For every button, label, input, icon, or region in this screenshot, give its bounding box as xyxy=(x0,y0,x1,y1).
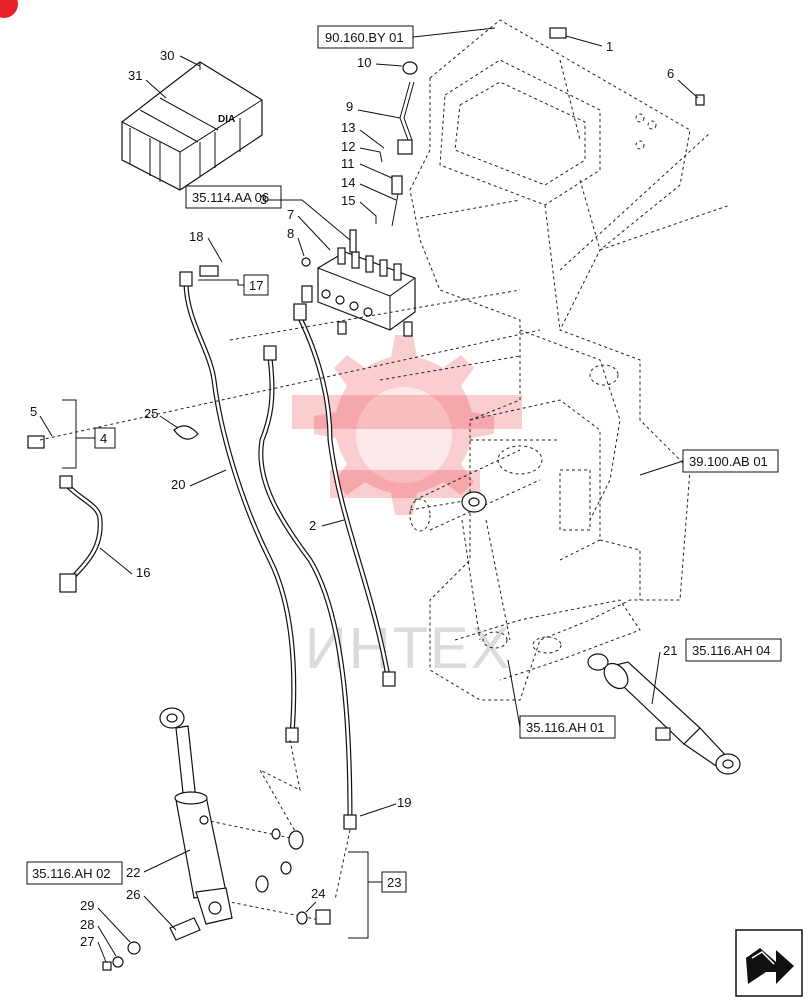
crate-kit: DIA xyxy=(121,61,263,191)
assembly-lines xyxy=(39,59,731,921)
callout-25: 25 xyxy=(144,406,158,421)
group-4[interactable]: 4 xyxy=(94,427,116,449)
crate-label: DIA xyxy=(218,114,235,125)
callout-3: 3 xyxy=(260,192,267,207)
reference-35-114-text[interactable]: 35.114.AA 06 xyxy=(192,190,269,205)
control-lever xyxy=(391,61,418,227)
reference-90-160[interactable]: 90.160.BY 01 xyxy=(317,25,414,49)
callout-21: 21 xyxy=(663,643,677,658)
callout-30: 30 xyxy=(160,48,174,63)
callout-14: 14 xyxy=(341,175,355,190)
lift-cylinder-left xyxy=(102,707,331,971)
group-17-text[interactable]: 17 xyxy=(249,278,263,293)
callout-19: 19 xyxy=(397,795,411,810)
callout-12: 12 xyxy=(341,139,355,154)
callout-7: 7 xyxy=(287,207,294,222)
corner-badge xyxy=(0,0,18,18)
group-23[interactable]: 23 xyxy=(381,871,407,893)
reference-35-116-01[interactable]: 35.116.AH 01 xyxy=(519,715,616,739)
callout-13: 13 xyxy=(341,120,355,135)
lift-cylinder-right xyxy=(587,653,741,775)
reference-35-116-02-text[interactable]: 35.116.AH 02 xyxy=(32,866,111,881)
callout-18: 18 xyxy=(189,229,203,244)
hydraulic-hoses xyxy=(27,265,396,830)
reference-39-100[interactable]: 39.100.AB 01 xyxy=(682,449,779,473)
callout-2: 2 xyxy=(309,518,316,533)
callouts: 1 2 3 5 6 7 8 9 10 11 12 13 14 15 16 18 … xyxy=(30,35,699,963)
callout-31: 31 xyxy=(128,68,142,83)
reference-35-116-04-text[interactable]: 35.116.AH 04 xyxy=(692,643,771,658)
callout-8: 8 xyxy=(287,226,294,241)
group-23-text[interactable]: 23 xyxy=(387,875,401,890)
reference-35-114[interactable]: 35.114.AA 06 xyxy=(185,185,282,209)
callout-15: 15 xyxy=(341,193,355,208)
control-valve-block xyxy=(301,229,416,337)
callout-26: 26 xyxy=(126,887,140,902)
part-6-bolt xyxy=(695,94,705,106)
callout-22: 22 xyxy=(126,865,140,880)
watermark-logo xyxy=(292,335,522,515)
reference-35-116-02[interactable]: 35.116.AH 02 xyxy=(26,861,123,885)
callout-10: 10 xyxy=(357,55,371,70)
callout-1: 1 xyxy=(606,39,613,54)
callout-29: 29 xyxy=(80,898,94,913)
callout-5: 5 xyxy=(30,404,37,419)
reference-35-116-04[interactable]: 35.116.AH 04 xyxy=(685,638,782,662)
callout-20: 20 xyxy=(171,477,185,492)
callout-9: 9 xyxy=(346,99,353,114)
group-17[interactable]: 17 xyxy=(243,274,269,296)
tractor-frame xyxy=(409,19,691,701)
callout-11: 11 xyxy=(341,156,355,171)
callout-6: 6 xyxy=(667,66,674,81)
callout-24: 24 xyxy=(311,886,325,901)
reference-35-116-01-text[interactable]: 35.116.AH 01 xyxy=(526,720,605,735)
group-4-text[interactable]: 4 xyxy=(100,431,107,446)
callout-28: 28 xyxy=(80,917,94,932)
callout-27: 27 xyxy=(80,934,94,949)
part-1-plug xyxy=(549,27,567,39)
callout-16: 16 xyxy=(136,565,150,580)
next-page-arrow-icon[interactable] xyxy=(735,929,803,997)
reference-90-160-text[interactable]: 90.160.BY 01 xyxy=(325,30,404,45)
reference-39-100-text[interactable]: 39.100.AB 01 xyxy=(689,454,768,469)
